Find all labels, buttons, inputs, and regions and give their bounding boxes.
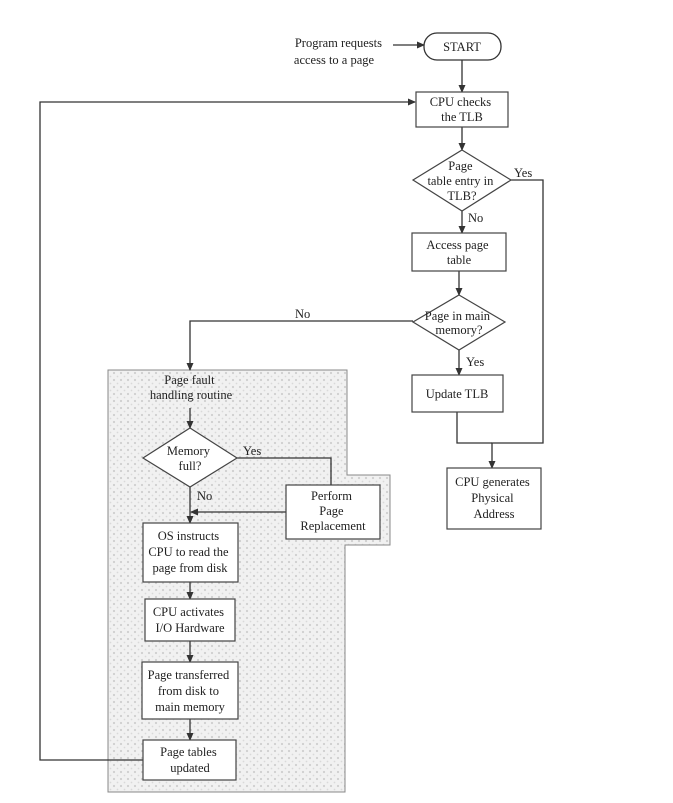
page-transferred-box: Page transferred from disk to main memor… (141, 661, 239, 720)
update-tlb-label: Update TLB (426, 387, 489, 401)
replacement-line-1: Perform (311, 489, 352, 503)
arrow-memory-no-to-fault (186, 320, 413, 371)
cpu-checks-line-1: CPU checks (430, 95, 492, 109)
memory-no-label: No (295, 307, 310, 321)
svg-text:Page transferred from di: Page transferred from disk to main memor… (148, 668, 233, 714)
start-label: START (443, 40, 481, 54)
svg-text:CPU checks the TLB: CPU checks the TLB (430, 95, 495, 124)
cpu-generates-line-1: CPU generates (455, 475, 530, 489)
memory-decision-line-1: Page in main (425, 309, 491, 323)
start-terminal: START (423, 32, 502, 61)
svg-text:Page table entry in: Page table entry in TLB? (427, 159, 496, 203)
tlb-decision-diamond: Page table entry in TLB? (411, 149, 513, 212)
cpu-checks-tlb-box: CPU checks the TLB (415, 91, 509, 128)
memory-decision-diamond: Page in main memory? (411, 294, 507, 351)
cpu-generates-line-2: Physical (471, 491, 514, 505)
memory-full-line-1: Memory (167, 444, 211, 458)
update-tlb-box: Update TLB (411, 374, 504, 413)
cpu-activates-line-2: I/O Hardware (155, 621, 225, 635)
memory-decision-line-2: memory? (435, 323, 483, 337)
svg-text:Perform Page Repla: Perform Page Replacement (300, 489, 366, 533)
line-update-to-generate (456, 412, 492, 444)
access-page-table-line-2: table (447, 253, 472, 267)
replacement-line-3: Replacement (300, 519, 366, 533)
arrow-loop-back-to-check (39, 98, 416, 761)
svg-text:Page in main memory?: Page in main memory? (425, 309, 493, 337)
svg-text:Page tables updated: Page tables updated (160, 745, 220, 775)
start-note: Program requests access to a page (294, 36, 385, 67)
os-instructs-line-1: OS instructs (158, 529, 220, 543)
svg-text:Access page table: Access page table (426, 238, 491, 267)
os-instructs-box: OS instructs CPU to read the page from d… (142, 522, 239, 583)
full-yes-label: Yes (243, 444, 261, 458)
page-tables-updated-box: Page tables updated (142, 739, 237, 781)
full-no-label: No (197, 489, 212, 503)
cpu-checks-line-2: the TLB (441, 110, 483, 124)
memory-full-diamond: Memory full? (141, 427, 239, 488)
svg-text:OS instructs CPU to read: OS instructs CPU to read the page from d… (148, 529, 231, 575)
tlb-no-label: No (468, 211, 483, 225)
fault-routine-title: Page fault handling routine (150, 373, 233, 402)
tlb-decision-line-3: TLB? (447, 189, 477, 203)
page-tables-line-2: updated (170, 761, 210, 775)
fault-title-line-2: handling routine (150, 388, 233, 402)
memory-yes-label: Yes (466, 355, 484, 369)
tlb-decision-line-2: table entry in (427, 174, 494, 188)
cpu-generates-box: CPU generates Physical Address (446, 467, 542, 530)
cpu-activates-box: CPU activates I/O Hardware (144, 598, 236, 642)
svg-text:CPU activates I/O Hardwa: CPU activates I/O Hardware (153, 605, 227, 635)
connectors (39, 41, 544, 761)
page-transferred-line-1: Page transferred (148, 668, 230, 682)
perform-replacement-box: Perform Page Replacement (285, 484, 381, 540)
cpu-activates-line-1: CPU activates (153, 605, 224, 619)
svg-text:Memory full?: Memory full? (167, 444, 213, 473)
page-transferred-line-3: main memory (155, 700, 226, 714)
start-note-line-1: Program requests (295, 36, 382, 50)
fault-title-line-1: Page fault (164, 373, 215, 387)
cpu-generates-line-3: Address (474, 507, 515, 521)
page-transferred-line-2: from disk to (158, 684, 219, 698)
svg-text:CPU generates Physical: CPU generates Physical Address (455, 475, 533, 521)
tlb-yes-label: Yes (514, 166, 532, 180)
os-instructs-line-2: CPU to read the (148, 545, 229, 559)
access-page-table-box: Access page table (411, 232, 507, 272)
memory-full-line-2: full? (179, 459, 202, 473)
start-note-line-2: access to a page (294, 53, 375, 67)
replacement-line-2: Page (319, 504, 344, 518)
tlb-decision-line-1: Page (448, 159, 473, 173)
line-full-yes-to-replacement (237, 457, 332, 485)
page-tables-line-1: Page tables (160, 745, 217, 759)
os-instructs-line-3: page from disk (153, 561, 229, 575)
line-tlb-yes-to-generate (488, 179, 544, 469)
access-page-table-line-1: Access page (426, 238, 489, 252)
